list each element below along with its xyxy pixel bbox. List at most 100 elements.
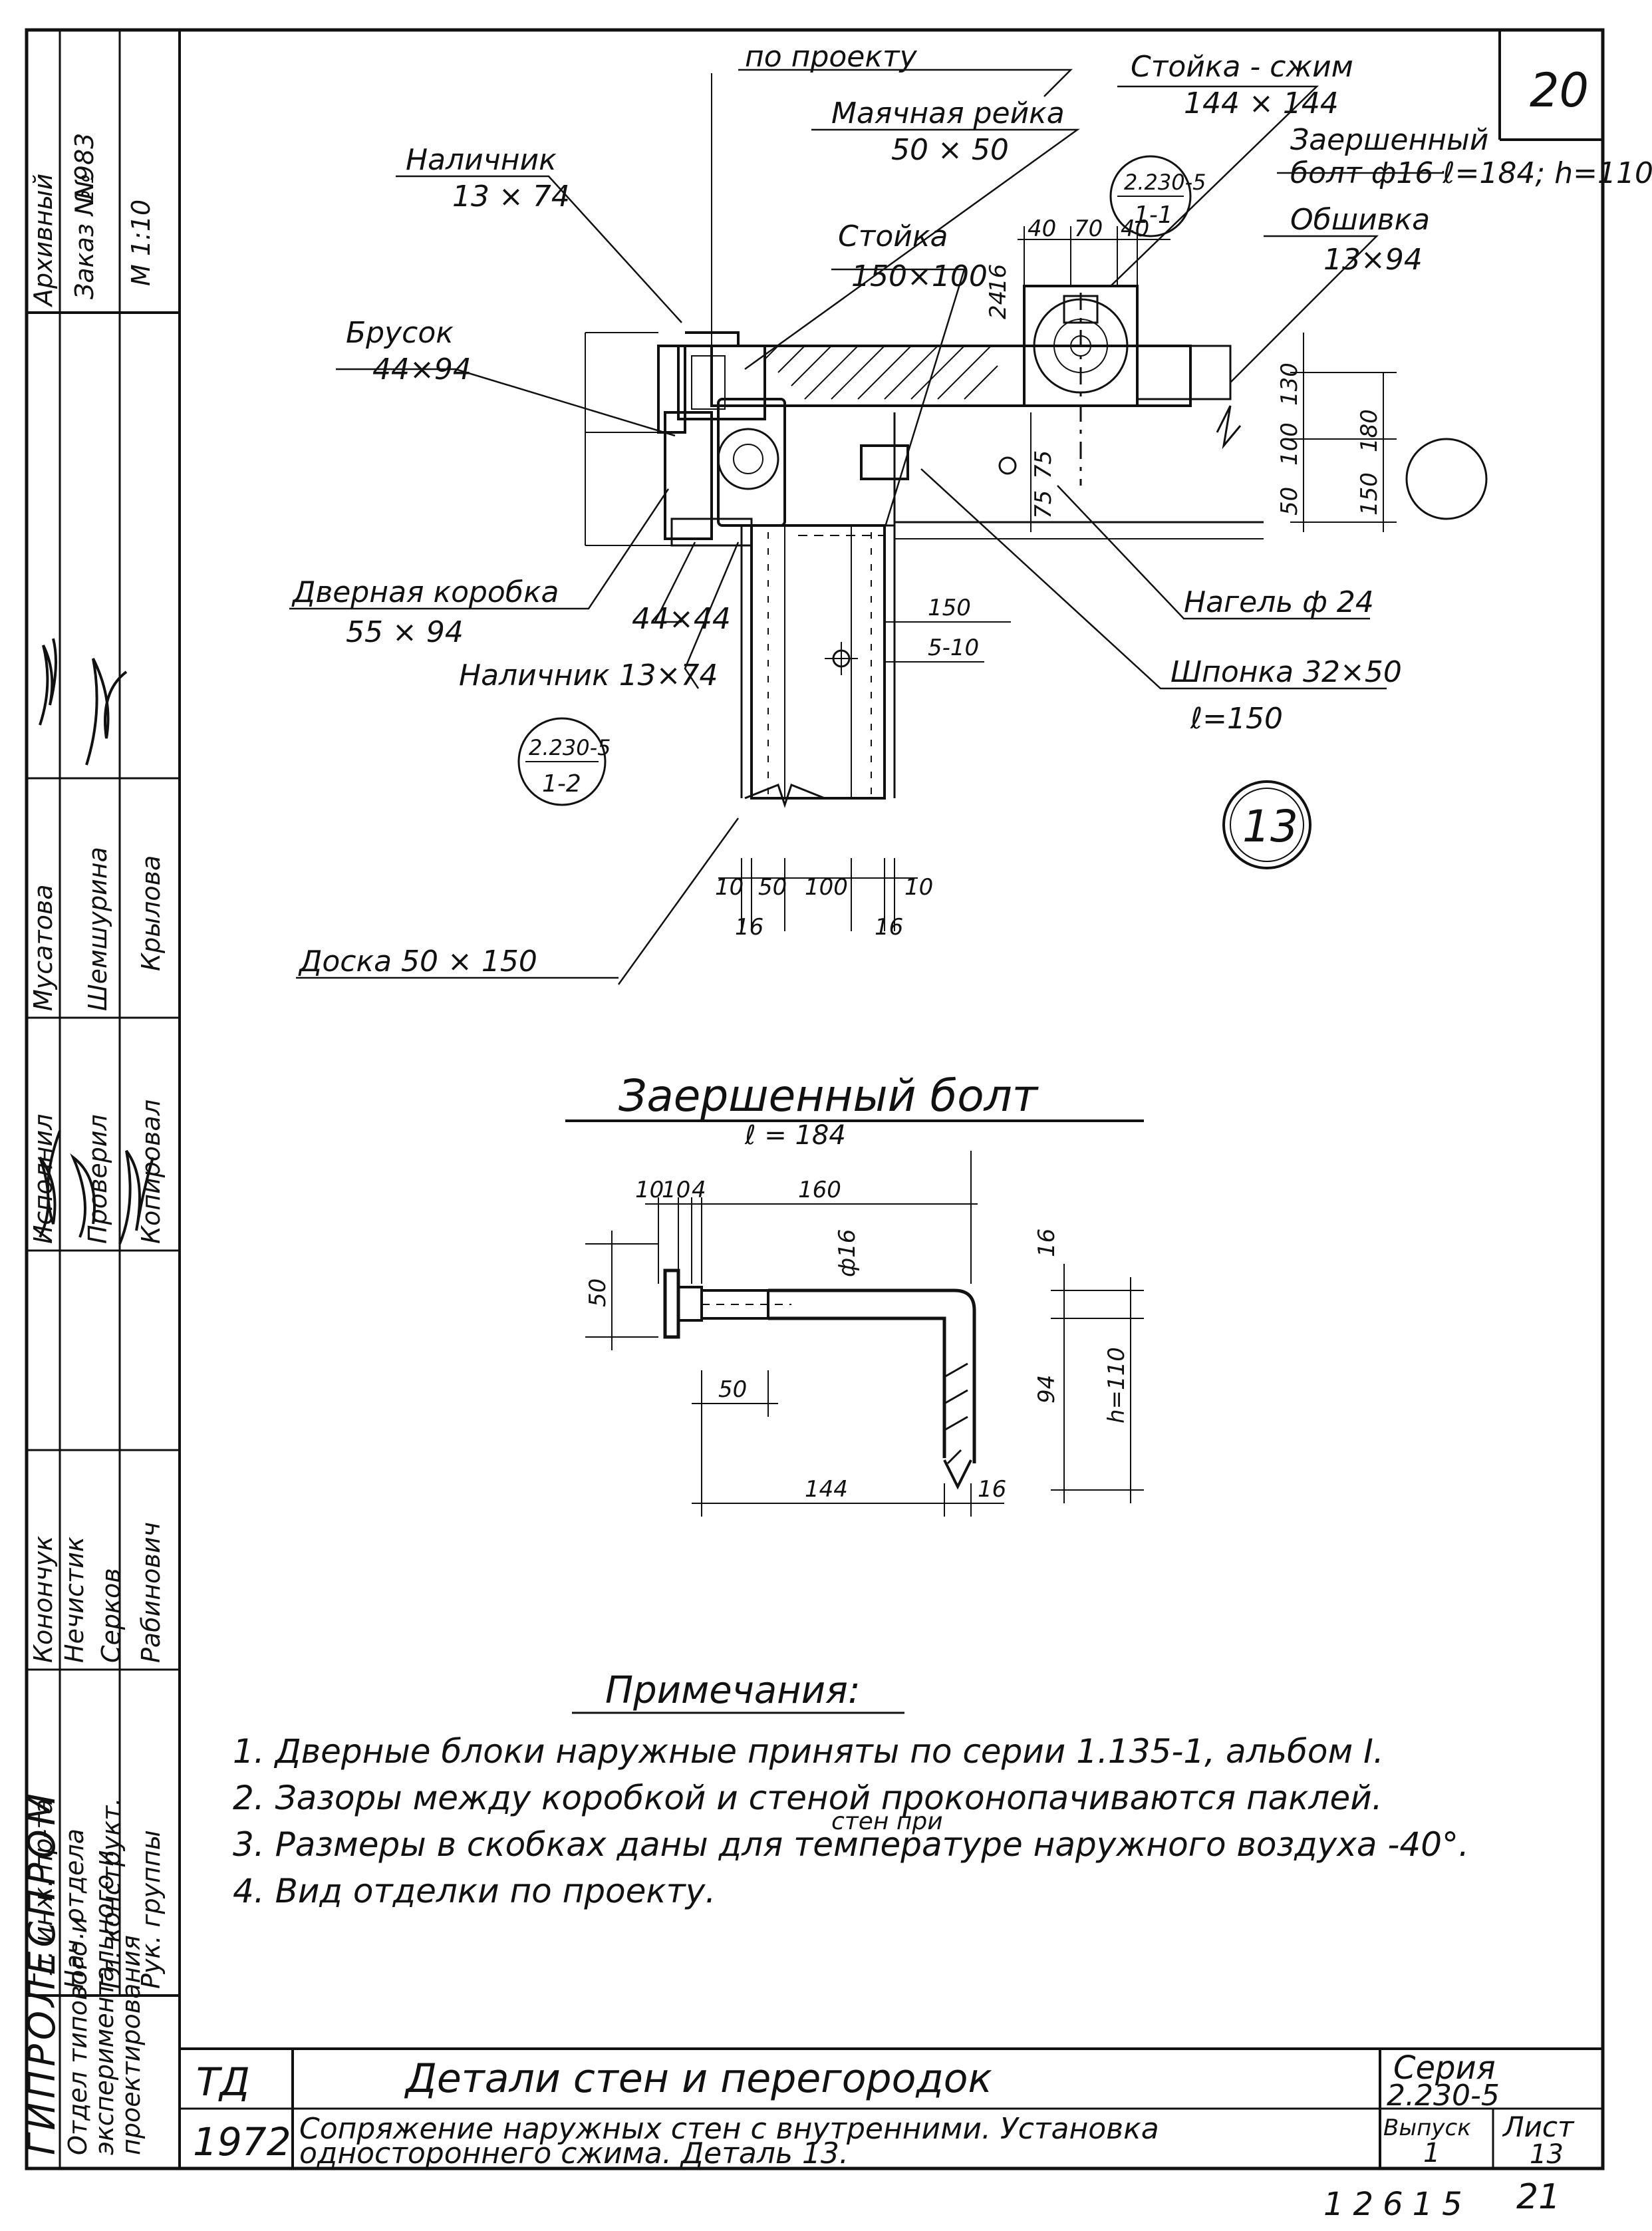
label-stoika-szhim: Стойка - сжим: [1131, 50, 1353, 84]
dim-130: 130: [1276, 363, 1303, 406]
bolt-dim-50h: 50: [585, 1278, 611, 1307]
note-3: 3. Размеры в скобках даны для температур…: [233, 1825, 1469, 1864]
bolt-dim-phi16: ф16: [834, 1229, 861, 1277]
label-dvernaya-size: 55 × 94: [346, 615, 464, 649]
dim-75b: 75: [1030, 490, 1057, 519]
label-stoika: Стойка: [838, 220, 948, 253]
leader-lines: [289, 69, 1445, 985]
archive-label: Архивный: [29, 174, 58, 308]
sheet-number: 20: [1530, 63, 1589, 118]
exec-role-1: Исполнил: [29, 1114, 58, 1244]
dim-b50: 50: [758, 874, 787, 901]
exec-name-2: Шемшурина: [83, 847, 112, 1011]
signature-scribbles: [39, 638, 154, 1245]
label-nalichnik-top-size: 13 × 74: [452, 180, 570, 214]
bolt-dim-16r: 16: [1033, 1229, 1060, 1257]
dim-50: 50: [1276, 487, 1303, 516]
label-shponka: Шпонка 32×50: [1170, 655, 1402, 689]
bolt-length-label: ℓ = 184: [744, 1120, 846, 1151]
dim-b10a: 10: [715, 874, 744, 901]
label-mayachnaya: Маячная рейка: [831, 96, 1065, 130]
org-dept-3: проектирования: [116, 1935, 146, 2155]
insulation-hatch: [764, 345, 998, 400]
dim-150v: 150: [1356, 472, 1383, 516]
dim-16: 16: [985, 264, 1012, 293]
ref-1-2-top: 2.230-5: [529, 735, 611, 760]
dim-b100: 100: [805, 874, 848, 901]
note-2: 2. Зазоры между коробкой и стеной прокон…: [233, 1779, 1383, 1817]
label-dvernaya: Дверная коробка: [291, 575, 559, 609]
scale-label: М 1:10: [126, 200, 156, 286]
exec-role-3: Копировал: [136, 1100, 166, 1244]
ref-1-2-bottom: 1-2: [542, 770, 581, 798]
side-stamp: Архивный № Заказ № 983 М 1:10 Мусатова Ш…: [21, 133, 166, 2155]
bolt-dim-16w: 16: [978, 1476, 1006, 1503]
detail-number: 13: [1242, 801, 1298, 852]
detail-13-labels: по проекту Стойка - сжим 144 × 144 Маячн…: [291, 40, 1652, 978]
dim-b10b: 10: [904, 874, 933, 901]
footer-page: 21: [1516, 2177, 1560, 2217]
exec-role-2: Проверил: [83, 1114, 112, 1244]
dim-5-10: 5-10: [928, 635, 979, 661]
org-dept-1: Отдел типового и: [63, 1916, 92, 2155]
tb-series-label: Серия: [1393, 2049, 1496, 2087]
tb-sheet-label: Лист: [1502, 2111, 1575, 2143]
title-block: ТД 1972 Детали стен и перегородок Сопряж…: [180, 2047, 1603, 2170]
archive-no: №: [70, 173, 99, 201]
tb-issue-label: Выпуск: [1383, 2115, 1471, 2141]
label-doska: Доска 50 × 150: [298, 945, 537, 978]
ref-1-1-top: 2.230-5: [1124, 170, 1206, 195]
label-stoika-szhim-size: 144 × 144: [1184, 86, 1339, 120]
dim-180: 180: [1356, 409, 1383, 452]
bolt-dim-4: 4: [692, 1177, 706, 1203]
label-nalichnik-top: Наличник: [406, 143, 557, 177]
label-brusok: Брусок: [346, 316, 454, 350]
label-size-44: 44×44: [632, 602, 731, 636]
dim-b16b: 16: [875, 914, 903, 941]
bolt-dim-160: 160: [798, 1177, 841, 1203]
sheet-frame: [25, 28, 1605, 2170]
role-title-1: Гл. инж. пр-та: [29, 1799, 58, 1989]
detail-ref-1-2: 2.230-5 1-2: [517, 717, 611, 806]
tb-year: 1972: [193, 2119, 291, 2164]
note-4: 4. Вид отделки по проекту.: [233, 1872, 716, 1910]
label-zaershenny-size: болт ф16 ℓ=184; h=110: [1290, 156, 1652, 190]
tb-sheet-value: 13: [1530, 2139, 1564, 2170]
label-stoika-size: 150×100: [851, 259, 988, 293]
role-name-2: Нечистик: [60, 1537, 89, 1663]
detail-13-drawing: [289, 69, 1488, 985]
label-mayachnaya-size: 50 × 50: [891, 133, 1009, 167]
dim-75a: 75: [1030, 450, 1057, 479]
tb-title: Детали стен и перегородок: [404, 2055, 992, 2102]
exec-name-1: Мусатова: [29, 884, 58, 1011]
role-name-1: Конончук: [29, 1536, 58, 1663]
bolt-dim-10a: 10: [635, 1177, 664, 1203]
bolt-dim-10b: 10: [662, 1177, 690, 1203]
dim-100: 100: [1276, 422, 1303, 466]
org-dept-2: экспериментального и: [90, 1850, 119, 2155]
bolt-title: Заершенный болт: [619, 1070, 1039, 1121]
bolt-dim-h110: h=110: [1103, 1347, 1130, 1423]
tb-td: ТД: [196, 2059, 250, 2105]
bolt-detail: Заершенный болт ℓ = 184 10 10 4: [565, 1070, 1144, 1517]
label-obshivka: Обшивка: [1290, 203, 1430, 237]
exec-name-3: Крылова: [136, 855, 166, 971]
detail-13-dims: 40 70 40 24 16 75 75 130 100 50 180 150 …: [715, 216, 1383, 941]
label-shponka-len: ℓ=150: [1190, 702, 1283, 736]
tb-subtitle-1: Сопряжение наружных стен с внутренними. …: [299, 2112, 1159, 2146]
org-name: ГИПРОЛЕСПРОМ: [21, 1789, 64, 2155]
tb-subtitle-2: одностороннего сжима. Деталь 13.: [299, 2137, 849, 2170]
bolt-dim-144: 144: [805, 1476, 848, 1503]
label-nalichnik-bot: Наличник 13×74: [459, 659, 718, 692]
dim-70: 70: [1074, 216, 1103, 242]
label-po-proektu: по проекту: [745, 40, 918, 74]
label-brusok-size: 44×94: [372, 353, 472, 386]
note-1: 1. Дверные блоки наружные приняты по сер…: [233, 1732, 1384, 1771]
label-obshivka-size: 13×94: [1323, 243, 1423, 277]
bolt-dim-50w: 50: [718, 1376, 747, 1403]
role-title-4: Рук. группы: [136, 1830, 166, 1989]
ref-1-1-bottom: 1-1: [1134, 202, 1173, 229]
dim-24: 24: [985, 291, 1012, 319]
role-name-4: Рабинович: [136, 1522, 166, 1663]
